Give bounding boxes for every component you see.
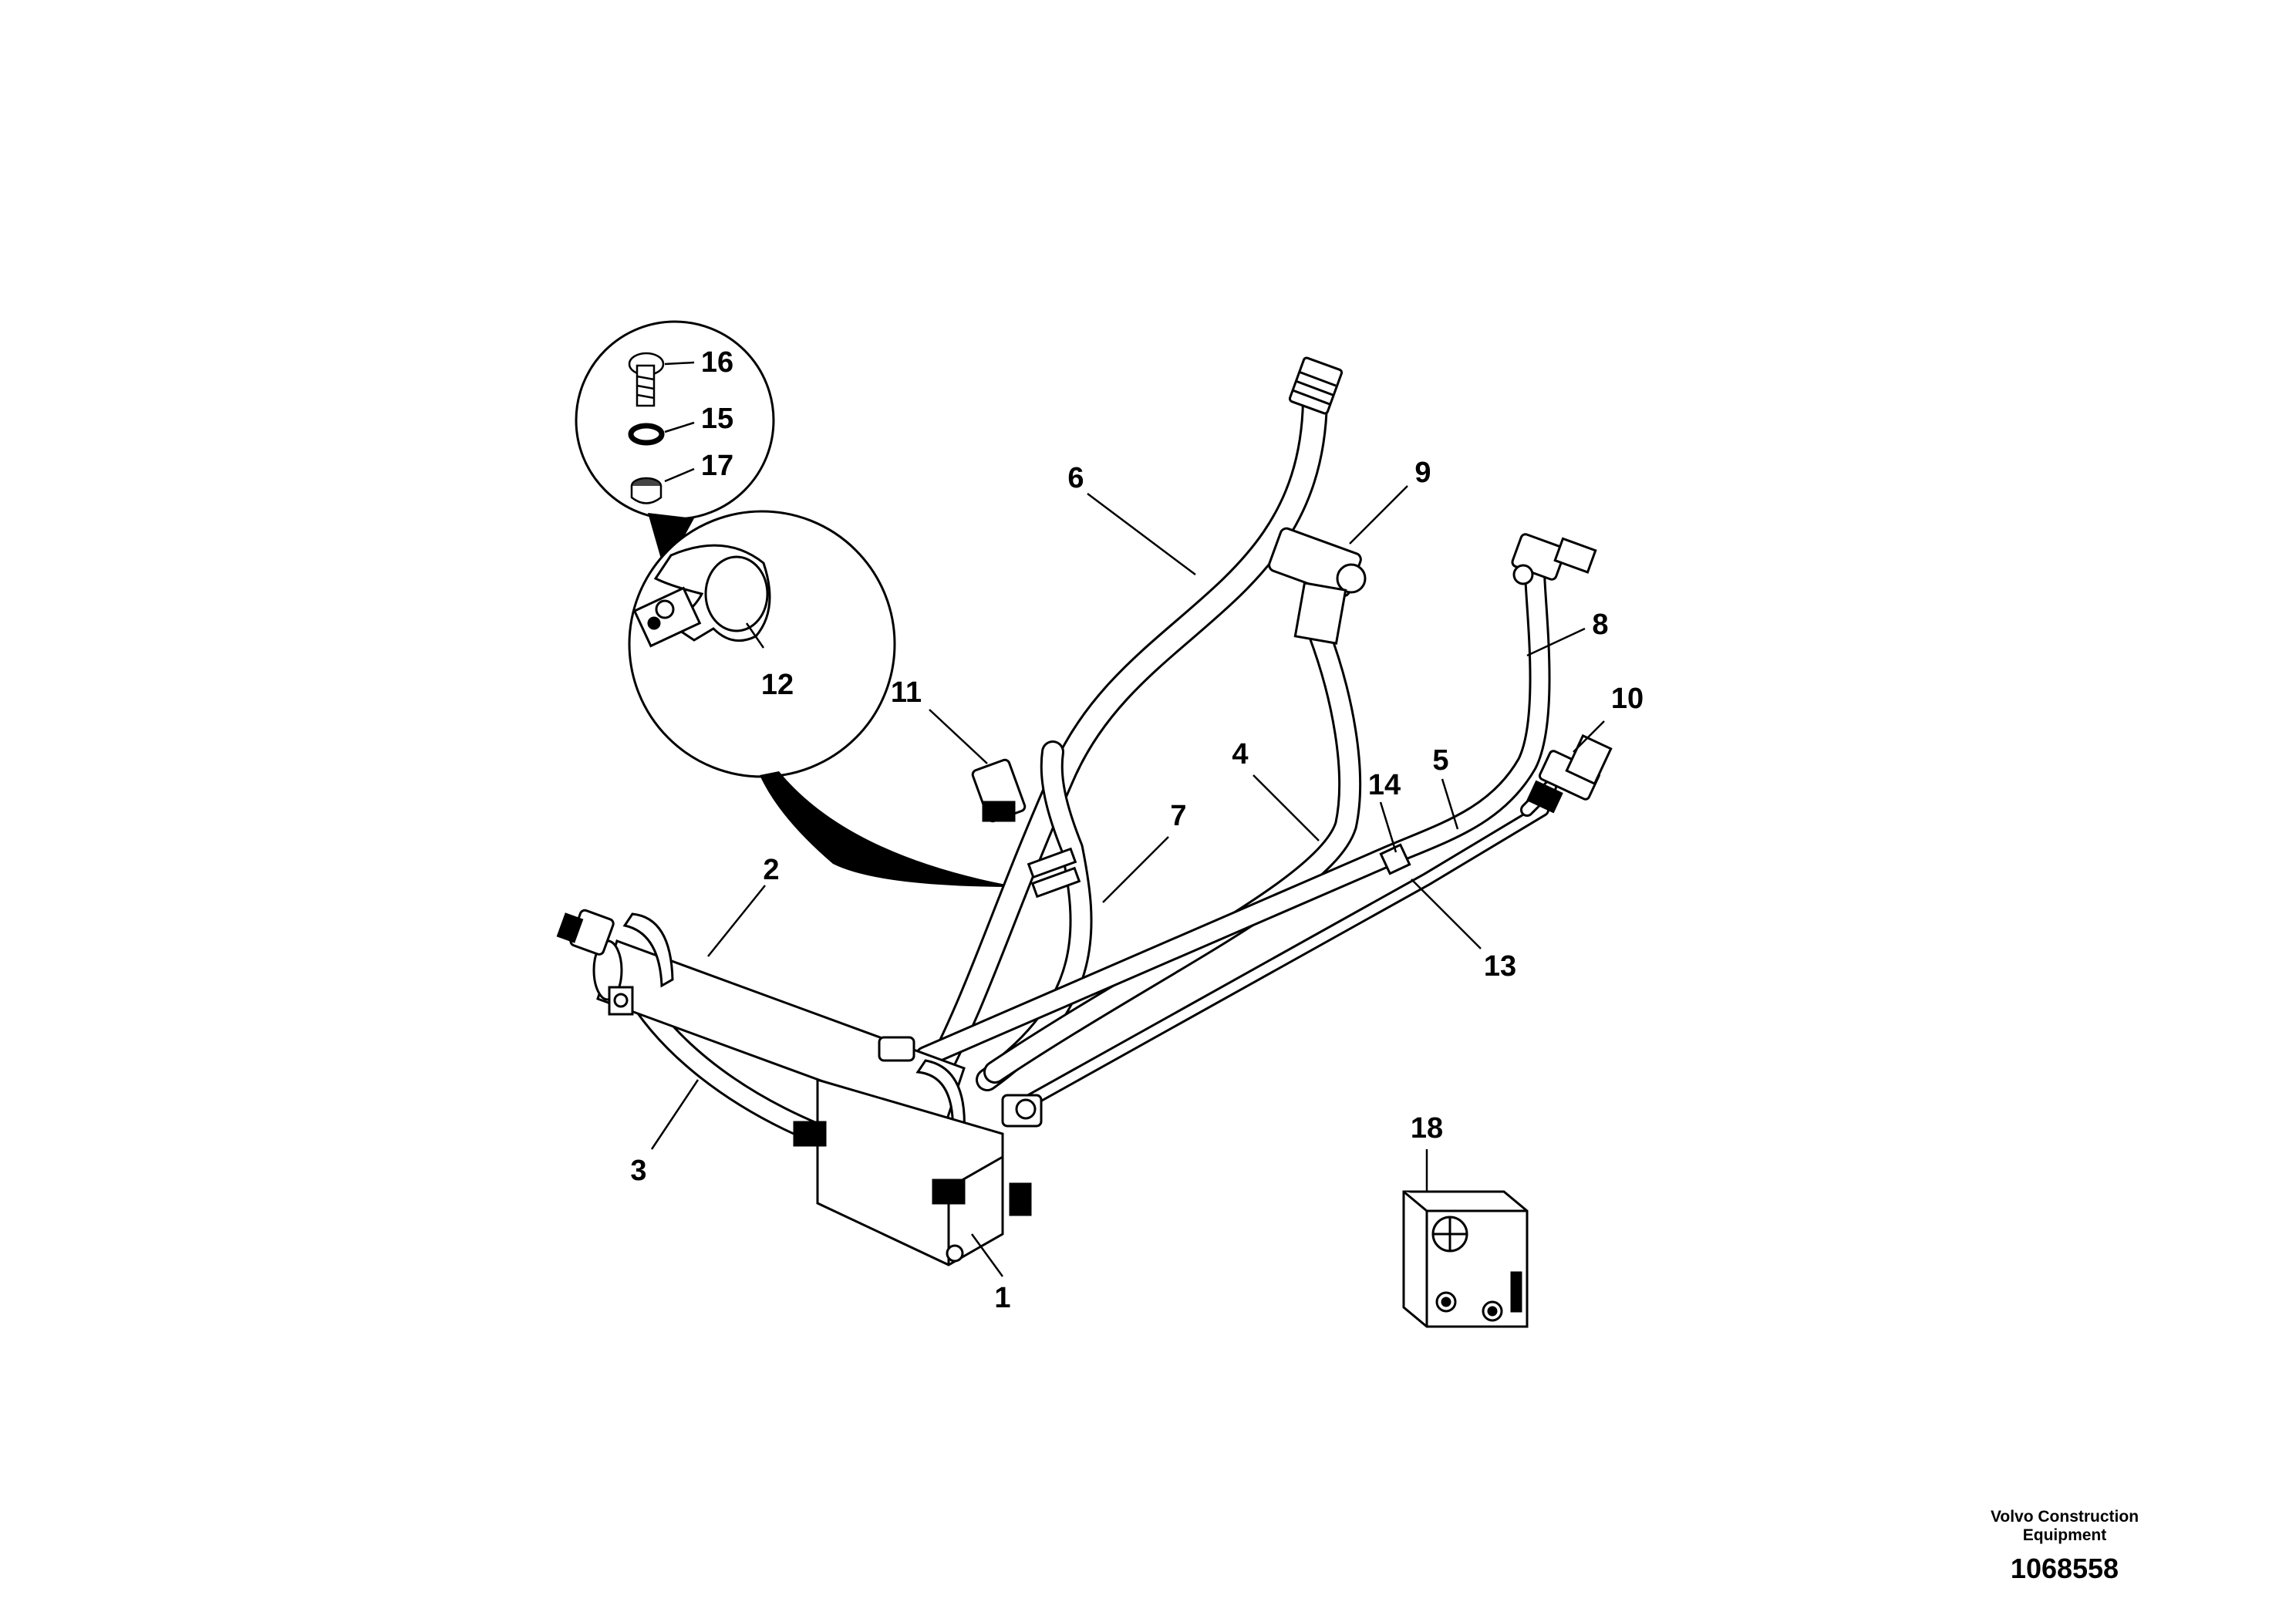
leader-lines	[650, 485, 1605, 1277]
callout-2: 2	[763, 854, 779, 886]
fitting-6-top	[1288, 356, 1344, 415]
callout-3: 3	[630, 1155, 646, 1187]
nut-icon	[630, 477, 663, 504]
detail-view-fasteners	[575, 320, 775, 521]
callout-5: 5	[1432, 744, 1448, 777]
callout-14: 14	[1368, 769, 1401, 801]
part-number: 1068558	[2010, 1553, 2119, 1584]
callout-8: 8	[1592, 609, 1608, 641]
cylinder-assembly	[556, 909, 1043, 1266]
company-name-line1: Volvo Construction	[1990, 1508, 2139, 1526]
callout-7: 7	[1170, 800, 1186, 832]
callout-11: 11	[891, 676, 922, 709]
callout-16: 16	[701, 346, 733, 379]
hose-assembly	[622, 388, 1557, 1145]
callout-4: 4	[1232, 738, 1248, 771]
callout-10: 10	[1611, 683, 1644, 715]
tee-fitting-9	[1268, 527, 1367, 645]
callout-17: 17	[701, 450, 733, 482]
washer-icon	[628, 423, 665, 446]
callout-13: 13	[1484, 950, 1516, 983]
clamp-icon	[632, 544, 771, 648]
company-name-line2: Equipment	[2022, 1526, 2107, 1544]
tee-fitting-8	[1511, 533, 1597, 585]
fitting-11	[971, 758, 1027, 823]
callouts: 1 2 3 4 5 6 7 8 9 10 11 12 13 14 15 16 1…	[630, 346, 1644, 1314]
callout-18: 18	[1411, 1112, 1443, 1145]
footer-credit: Volvo Construction Equipment 1068558	[1941, 1508, 2188, 1585]
callout-6: 6	[1067, 462, 1084, 494]
bolt-icon	[628, 352, 665, 407]
sensor-block-18	[1402, 1190, 1529, 1328]
callout-12: 12	[761, 669, 794, 701]
detail-pointer	[648, 513, 694, 572]
tee-fitting-10	[1526, 733, 1613, 814]
callout-15: 15	[701, 403, 733, 435]
callout-1: 1	[994, 1282, 1010, 1314]
callout-9: 9	[1414, 457, 1431, 489]
hose-clamp-bands	[1027, 843, 1411, 899]
detail-view-clamp	[628, 510, 1018, 887]
